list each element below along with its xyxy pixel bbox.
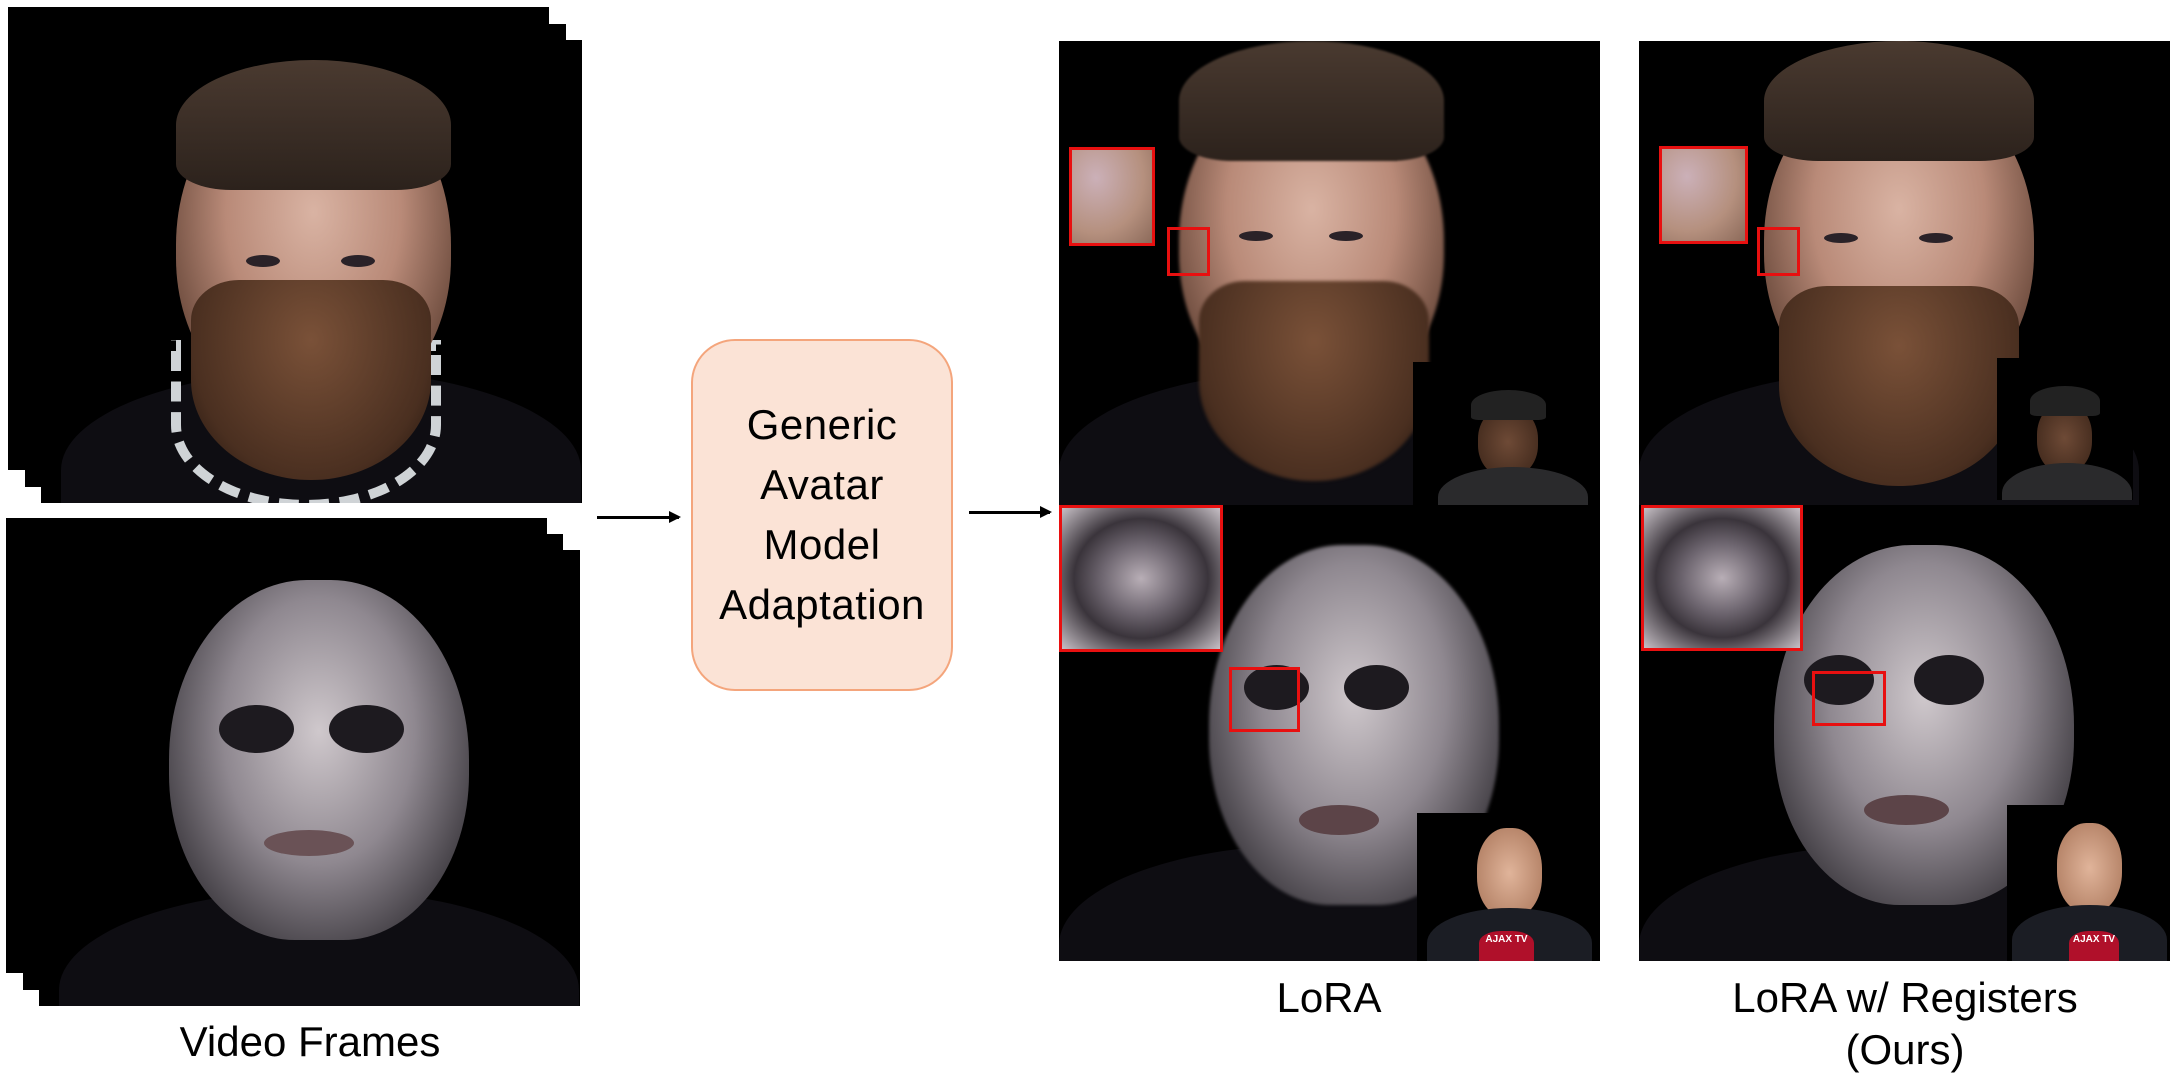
zoom-inset-cheek bbox=[1069, 147, 1155, 246]
zoom-inset-eye bbox=[1059, 505, 1223, 652]
lora-result-bearded bbox=[1059, 41, 1600, 505]
ours-caption-line1: LoRA w/ Registers bbox=[1732, 974, 2078, 1021]
process-line: Avatar bbox=[760, 461, 884, 508]
video-frame-bearded-man bbox=[41, 40, 582, 503]
zoom-region-marker bbox=[1167, 227, 1210, 276]
driver-inset-cap-man bbox=[1997, 358, 2133, 500]
driver-inset-reporter: AJAX TV bbox=[1417, 813, 1600, 961]
ours-result-skull: AJAX TV bbox=[1639, 505, 2170, 961]
ours-caption-line2: (Ours) bbox=[1845, 1026, 1965, 1073]
zoom-region-marker bbox=[1229, 667, 1300, 732]
ours-caption: LoRA w/ Registers (Ours) bbox=[1655, 972, 2155, 1076]
process-line: Generic bbox=[746, 401, 898, 448]
zoom-region-marker bbox=[1757, 227, 1800, 276]
arrow-right-icon bbox=[969, 506, 1052, 518]
microphone-badge: AJAX TV bbox=[1479, 931, 1534, 961]
lora-caption: LoRA bbox=[1276, 974, 1382, 1021]
process-line: Model bbox=[763, 521, 881, 568]
zoom-inset-eye bbox=[1641, 505, 1803, 651]
zoom-inset-cheek bbox=[1659, 146, 1748, 244]
video-frame-skull-man bbox=[39, 550, 580, 1006]
zoom-region-marker bbox=[1812, 671, 1886, 726]
lora-result-skull: AJAX TV bbox=[1059, 505, 1600, 961]
process-line: Adaptation bbox=[719, 581, 925, 628]
ours-result-bearded bbox=[1639, 41, 2170, 505]
driver-inset-cap-man bbox=[1413, 362, 1600, 505]
driver-inset-reporter: AJAX TV bbox=[2007, 805, 2170, 961]
video-frames-caption: Video Frames bbox=[179, 1018, 441, 1065]
microphone-badge: AJAX TV bbox=[2069, 931, 2119, 961]
generic-avatar-model-adaptation-box: Generic Avatar Model Adaptation bbox=[691, 339, 953, 691]
arrow-right-icon bbox=[597, 511, 681, 523]
